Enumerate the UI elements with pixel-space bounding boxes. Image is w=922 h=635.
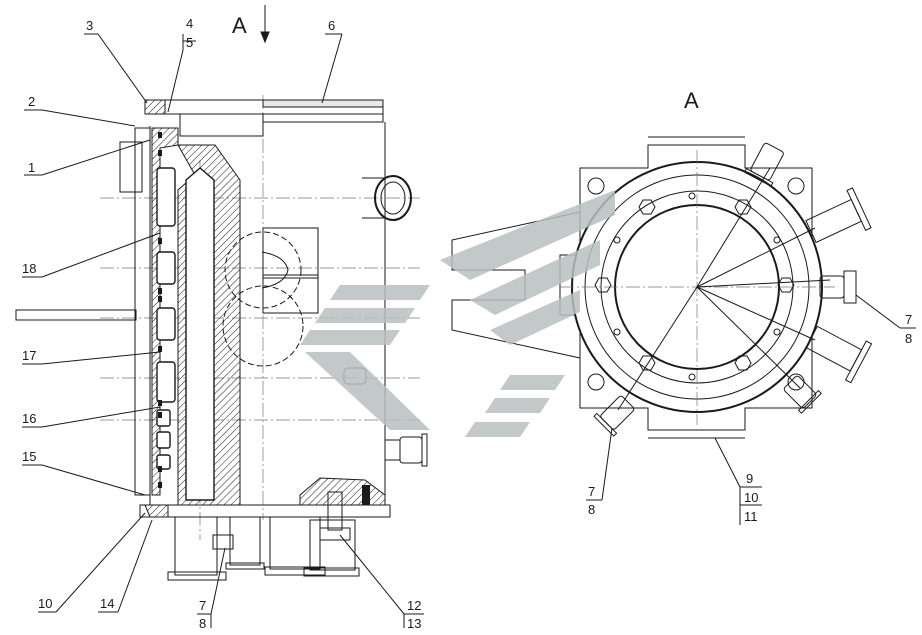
leader-lines [22,5,916,628]
callout-17: 17 [22,348,36,363]
callout-16: 16 [22,411,36,426]
seal-rings [158,132,162,488]
callout-1: 1 [28,160,35,175]
watermark-logo [300,190,615,437]
view-arrow-label: A [232,13,247,38]
callout-8: 8 [199,616,206,631]
hex-bolts [594,199,795,371]
view-a [451,136,873,439]
section-view [15,95,428,581]
view-a-title: A [684,88,699,113]
callout-a-10: 10 [744,490,758,505]
callout-7: 7 [199,598,206,613]
callout-15: 15 [22,449,36,464]
callout-12: 12 [407,598,421,613]
callout-a-8-right: 8 [905,331,912,346]
callout-6: 6 [328,18,335,33]
callout-2: 2 [28,94,35,109]
callout-13: 13 [407,616,421,631]
callout-labels: A A 1 2 3 4 5 6 7 8 10 12 13 14 15 16 17… [22,13,912,631]
callout-a-9: 9 [746,471,753,486]
callout-4: 4 [186,16,193,31]
callout-5: 5 [186,35,193,50]
callout-a-8-left: 8 [588,502,595,517]
callout-a-11: 11 [744,509,758,524]
nozzles [593,142,873,437]
callout-a-7-right: 7 [905,312,912,327]
radial-lines [617,167,831,411]
bolt-holes [613,192,781,381]
callout-a-7-left: 7 [588,484,595,499]
callout-3: 3 [86,18,93,33]
callout-18: 18 [22,261,36,276]
callout-10: 10 [38,596,52,611]
callout-14: 14 [100,596,114,611]
